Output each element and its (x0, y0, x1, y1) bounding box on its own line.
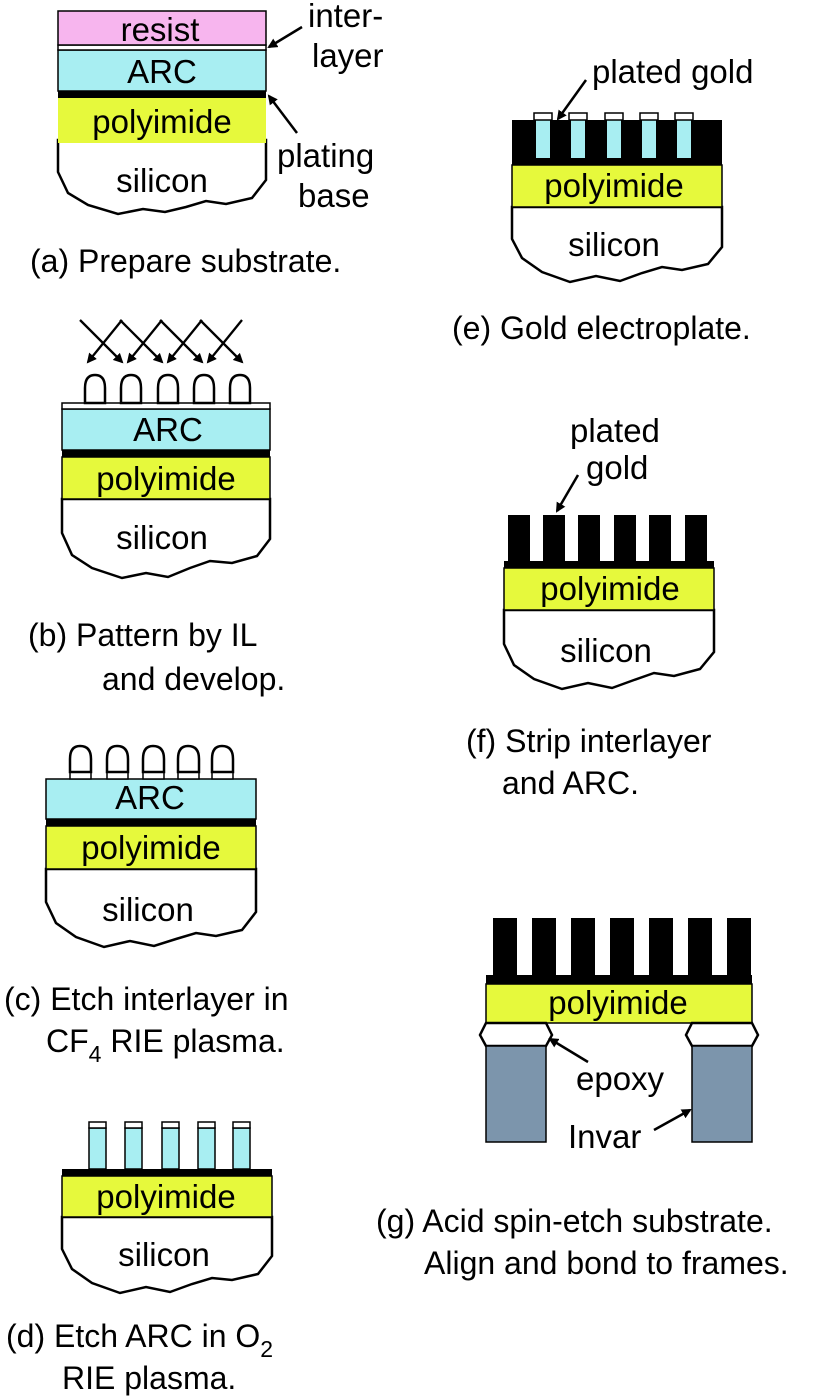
plating-base-layer (62, 1169, 272, 1176)
plated-gold-arrow (556, 79, 588, 121)
caption-a: (a) Prepare substrate. (30, 243, 341, 279)
step-a-prepare-substrate: silicon polyimide ARC resist inter- laye… (30, 0, 384, 279)
arc-layer (57, 49, 267, 92)
silicon-substrate (44, 867, 258, 949)
epoxy-arrow (548, 1037, 589, 1064)
resist-lines (83, 373, 252, 405)
invar-arrow (653, 1108, 692, 1132)
arc-label: ARC (133, 411, 203, 448)
polyimide-label: polyimide (96, 1178, 235, 1215)
step-c-etch-interlayer: silicon polyimide ARC (c) Etch interlaye… (4, 744, 289, 1067)
silicon-substrate (502, 608, 716, 691)
silicon-label: silicon (560, 632, 652, 669)
invar-frame-right (691, 1045, 753, 1143)
resist-layer (57, 10, 267, 46)
invar-frame-left (485, 1045, 547, 1143)
caption-c-line1: (c) Etch interlayer in (4, 981, 289, 1017)
plating-base-label-line2: base (298, 177, 370, 214)
gold-label: gold (586, 449, 648, 486)
caption-b-line2: and develop. (102, 661, 285, 697)
interlayer-label-line1: inter- (308, 0, 383, 34)
plating-base-label-line1: plating (277, 137, 374, 174)
caption-d-line2: RIE plasma. (62, 1360, 236, 1396)
silicon-label: silicon (568, 226, 660, 263)
plating-base-layer (58, 91, 266, 98)
arc-layer (45, 778, 257, 820)
plated-gold-label: plated gold (592, 53, 753, 90)
caption-b-line1: (b) Pattern by IL (28, 617, 257, 653)
polyimide-membrane (485, 983, 753, 1024)
silicon-label: silicon (118, 1236, 210, 1273)
arc-posts-in-gold (533, 112, 694, 158)
polyimide-label: polyimide (540, 570, 679, 607)
step-g-bond-to-frames: polyimide epoxy Invar (g) Acid spin-etch… (376, 918, 789, 1281)
interlayer-label-line2: layer (312, 37, 384, 74)
caption-c-line2: CF4 RIE plasma. (46, 1023, 285, 1067)
caption-d-line1: (d) Etch ARC in O2 (6, 1318, 273, 1362)
step-d-etch-arc: silicon polyimide (d) Etch ARC in O2 RIE… (6, 1121, 274, 1396)
resist-lines (68, 744, 235, 780)
step-f-strip: silicon polyimide plated gold (f) Strip … (466, 412, 716, 801)
polyimide-layer (61, 456, 271, 500)
plating-base-arrow (267, 94, 298, 134)
invar-label: Invar (568, 1118, 641, 1155)
polyimide-label: polyimide (548, 984, 687, 1021)
polyimide-label: polyimide (92, 103, 231, 140)
epoxy-left (478, 1021, 554, 1048)
step-b-pattern: silicon polyimide ARC (b) Pattern by IL … (28, 319, 285, 697)
polyimide-layer (503, 567, 715, 611)
silicon-label: silicon (102, 891, 194, 928)
silicon-substrate (60, 1215, 274, 1295)
polyimide-layer (58, 97, 266, 143)
arc-label: ARC (115, 779, 185, 816)
plated-label: plated (570, 412, 660, 449)
silicon-substrate (510, 205, 724, 284)
epoxy-label: epoxy (576, 1060, 665, 1097)
arc-label: ARC (127, 53, 197, 90)
gold-lines (504, 515, 714, 568)
arc-layer (61, 408, 271, 451)
silicon-substrate (56, 138, 268, 216)
plated-gold-arrow (555, 474, 580, 513)
gold-lines (486, 918, 752, 984)
plating-base-layer (62, 450, 270, 457)
arc-posts (88, 1121, 251, 1170)
resist-label: resist (121, 11, 200, 48)
silicon-label: silicon (116, 519, 208, 556)
polyimide-label: polyimide (544, 167, 683, 204)
step-e-gold-electroplate: silicon polyimide plated gold (e) Gold e… (452, 53, 753, 346)
epoxy-right (684, 1021, 760, 1048)
polyimide-layer (511, 164, 723, 208)
caption-e: (e) Gold electroplate. (452, 310, 751, 346)
caption-f-line2: and ARC. (502, 765, 639, 801)
caption-g-line2: Align and bond to frames. (424, 1245, 789, 1281)
plating-base-layer (46, 819, 256, 826)
silicon-substrate (60, 497, 272, 580)
interference-beams (79, 319, 244, 364)
caption-f-line1: (f) Strip interlayer (466, 723, 712, 759)
polyimide-layer (61, 1175, 273, 1218)
interlayer-arrow (267, 25, 303, 49)
polyimide-layer (45, 825, 257, 870)
caption-g-line1: (g) Acid spin-etch substrate. (376, 1203, 773, 1239)
polyimide-label: polyimide (81, 829, 220, 866)
polyimide-label: polyimide (96, 460, 235, 497)
silicon-label: silicon (116, 162, 208, 199)
